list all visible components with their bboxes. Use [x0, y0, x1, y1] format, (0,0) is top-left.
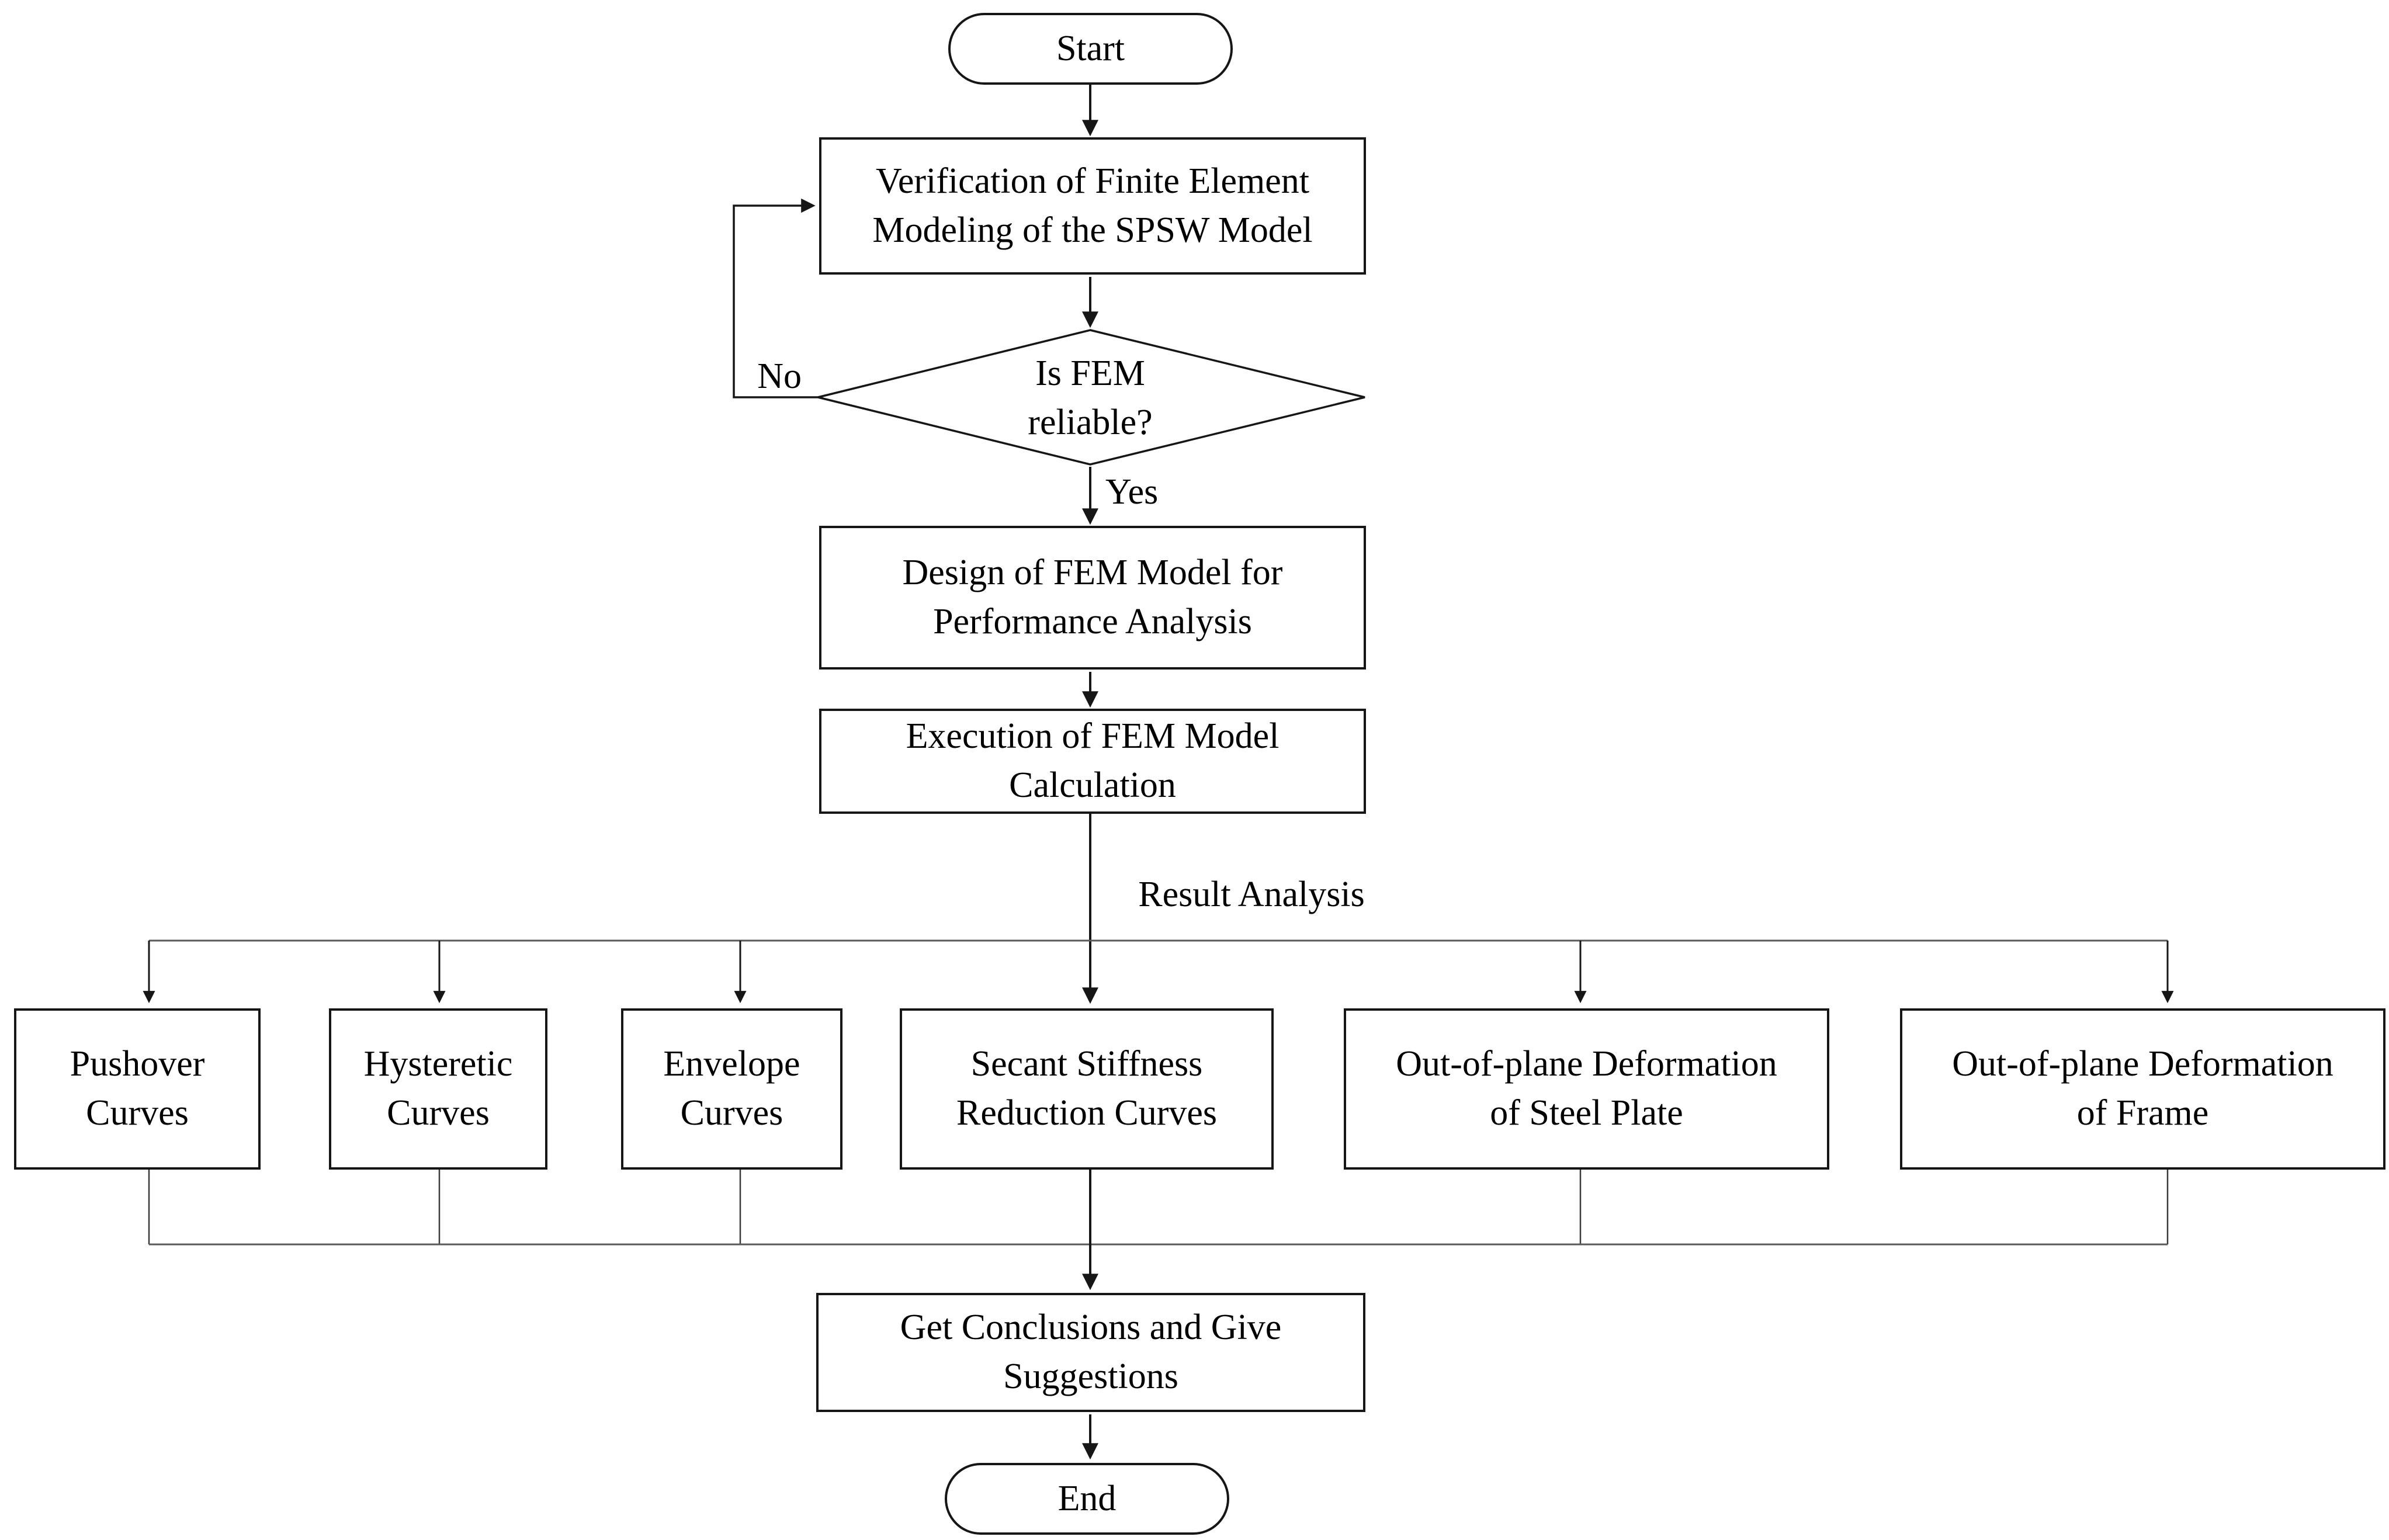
frame-node: Out-of-plane Deformation of Frame [1900, 1008, 2385, 1170]
result-analysis-label: Result Analysis [1138, 875, 1365, 915]
design-node: Design of FEM Model for Performance Anal… [819, 526, 1366, 670]
end-node: End [945, 1463, 1229, 1535]
no-edge-label: No [757, 356, 802, 397]
steel-plate-node: Out-of-plane Deformation of Steel Plate [1344, 1008, 1829, 1170]
conclusions-node: Get Conclusions and Give Suggestions [816, 1293, 1365, 1412]
verification-node: Verification of Finite Element Modeling … [819, 137, 1366, 275]
no-loop-arrow [733, 198, 818, 398]
decision-diamond-shape [817, 329, 1365, 466]
start-node: Start [948, 13, 1233, 85]
execution-node: Execution of FEM Model Calculation [819, 709, 1366, 814]
secant-node: Secant Stiffness Reduction Curves [900, 1008, 1274, 1170]
decision-node-label: Is FEM reliable? [1028, 353, 1153, 442]
hysteretic-node: Hysteretic Curves [329, 1008, 547, 1170]
envelope-node: Envelope Curves [621, 1008, 842, 1170]
pushover-node: Pushover Curves [14, 1008, 261, 1170]
yes-edge-label: Yes [1105, 472, 1159, 512]
